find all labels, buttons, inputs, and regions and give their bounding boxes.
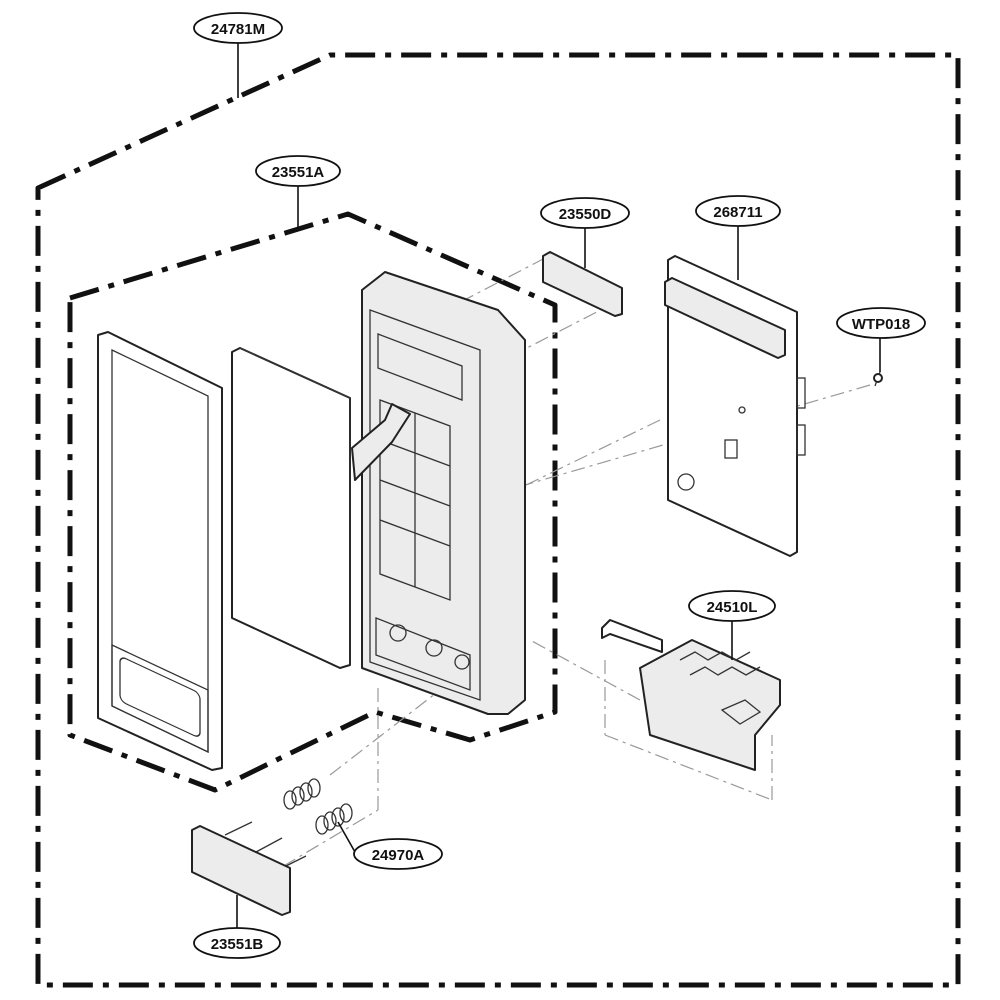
springs <box>283 778 353 835</box>
assembly-outline <box>35 52 961 988</box>
callout-label: 24781M <box>211 21 265 38</box>
label-plate <box>542 251 623 317</box>
subassembly-outline <box>67 211 558 793</box>
leader-lines <box>236 42 881 928</box>
callout-label: WTP018 <box>852 316 910 333</box>
callout-24970A: 24970A <box>353 838 443 870</box>
pcb-board <box>664 255 806 557</box>
callout-24510L: 24510L <box>688 590 776 622</box>
alignment-lines <box>259 257 871 881</box>
latch-lever-assembly <box>601 619 781 771</box>
push-button <box>191 821 307 916</box>
callout-label: 24510L <box>707 599 758 616</box>
callout-268711: 268711 <box>695 195 781 227</box>
callout-label: 23550D <box>559 206 612 223</box>
callout-23551B: 23551B <box>193 927 281 959</box>
callout-24781M: 24781M <box>193 12 283 44</box>
callout-WTP018: WTP018 <box>836 307 926 339</box>
callout-label: 268711 <box>713 204 762 221</box>
film-panel <box>231 347 351 669</box>
callout-label: 24970A <box>372 847 425 864</box>
control-panel-housing <box>351 271 526 715</box>
callout-23551A: 23551A <box>255 155 341 187</box>
screw <box>873 371 883 387</box>
callout-23550D: 23550D <box>540 197 630 229</box>
door-window-frame <box>97 331 223 771</box>
callout-label: 23551A <box>272 164 325 181</box>
callout-label: 23551B <box>211 936 264 953</box>
